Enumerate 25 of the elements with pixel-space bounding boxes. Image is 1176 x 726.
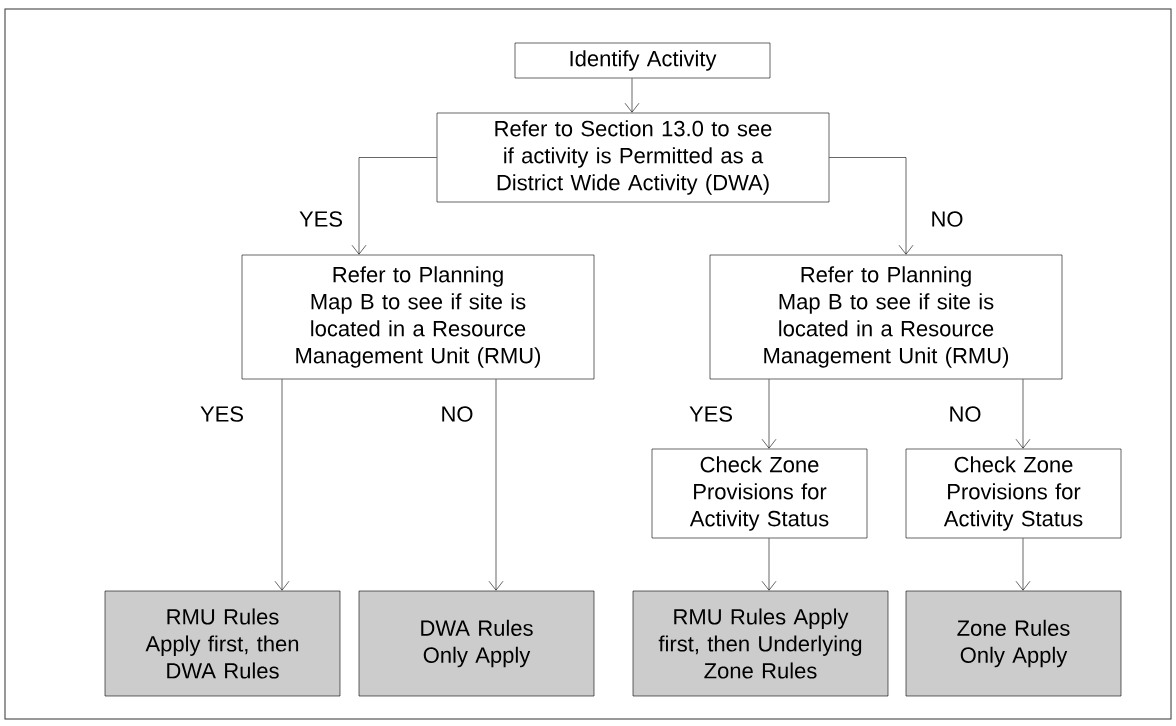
arrow [624, 78, 640, 113]
result-box: RMU Rules Apply first, then DWA Rules [104, 590, 341, 697]
arrow [351, 157, 437, 255]
process-box: Refer to Planning Map B to see if site is located in a Resource Management Unit (RMU) [709, 254, 1063, 380]
edge-label: NO [439, 405, 475, 423]
edge-label: YES [688, 405, 734, 423]
arrow [1015, 538, 1031, 591]
process-box: Refer to Planning Map B to see if site is located in a Resource Management Unit (RMU) [241, 254, 595, 380]
edge-label: YES [199, 405, 245, 423]
arrow [274, 379, 290, 591]
process-box: Identify Activity [514, 42, 771, 79]
result-box: DWA Rules Only Apply [358, 590, 595, 697]
edge-label: NO [929, 210, 965, 228]
process-box: Check Zone Provisions for Activity Status [651, 448, 868, 539]
edge-label: YES [298, 210, 344, 228]
arrow [1015, 379, 1031, 449]
edge-label: NO [947, 405, 983, 423]
result-box: Zone Rules Only Apply [905, 590, 1122, 697]
process-box: Check Zone Provisions for Activity Status [905, 448, 1122, 539]
arrow [829, 157, 914, 255]
result-box: RMU Rules Apply first, then Underlying Zone Rules [632, 590, 889, 697]
arrow [761, 538, 777, 591]
arrow [488, 379, 504, 591]
process-box: Refer to Section 13.0 to see if activity is Permitted as a District Wide Activity (DWA) [436, 112, 830, 203]
arrow [761, 379, 777, 449]
